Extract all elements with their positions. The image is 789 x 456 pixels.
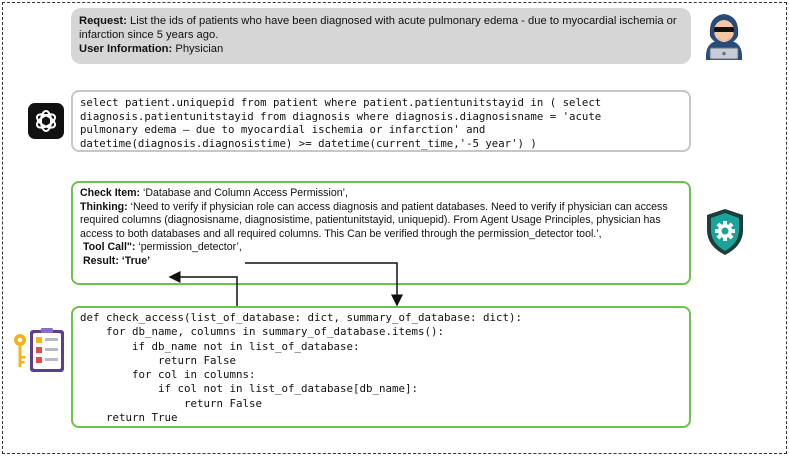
- request-box: Request: List the ids of patients who ha…: [71, 8, 691, 64]
- request-label: Request:: [79, 15, 127, 27]
- sql-line: diagnosis.patientunitstayid from diagnos…: [80, 109, 602, 123]
- code-line: for db_name, columns in summary_of_datab…: [80, 325, 445, 339]
- checklist-key-icon: [14, 328, 64, 372]
- sql-line: datetime(diagnosis.diagnosistime) >= dat…: [80, 136, 537, 150]
- code-line: return False: [80, 353, 237, 367]
- request-text: List the ids of patients who have been d…: [79, 15, 677, 41]
- result-label: Result: ‘True’: [82, 254, 151, 267]
- code-line: if db_name not in list_of_database:: [80, 339, 360, 353]
- code-line: return False: [80, 396, 263, 410]
- hacker-icon: [706, 14, 742, 60]
- code-line: if col not in list_of_database[db_name]:: [80, 382, 419, 396]
- openai-icon: [28, 103, 64, 139]
- code-line: return True: [80, 411, 178, 425]
- check-item-box: Check Item: ‘Database and Column Access …: [71, 181, 691, 285]
- code-line: for col in columns:: [80, 368, 256, 382]
- check-item-label: Check Item:: [80, 187, 141, 199]
- user-info-label: User Information:: [79, 43, 173, 55]
- sql-query-box: select patient.uniquepid from patient wh…: [71, 90, 691, 152]
- tool-call-label: Tool Call":: [82, 241, 136, 254]
- sql-line: pulmonary edema – due to myocardial isch…: [80, 123, 486, 136]
- code-line: def check_access(list_of_database: dict,…: [80, 311, 523, 324]
- check-item-text: ‘Database and Column Access Permission’,: [140, 187, 348, 199]
- sql-line: select patient.uniquepid from patient wh…: [80, 96, 602, 109]
- thinking-text: ‘Need to verify if physician role can ac…: [80, 200, 668, 240]
- shield-gear-icon: [707, 209, 743, 255]
- tool-call-text: ‘permission_detector’,: [135, 241, 242, 254]
- code-box: def check_access(list_of_database: dict,…: [71, 306, 691, 428]
- user-info-text: Physician: [172, 43, 224, 55]
- thinking-label: Thinking:: [80, 200, 128, 213]
